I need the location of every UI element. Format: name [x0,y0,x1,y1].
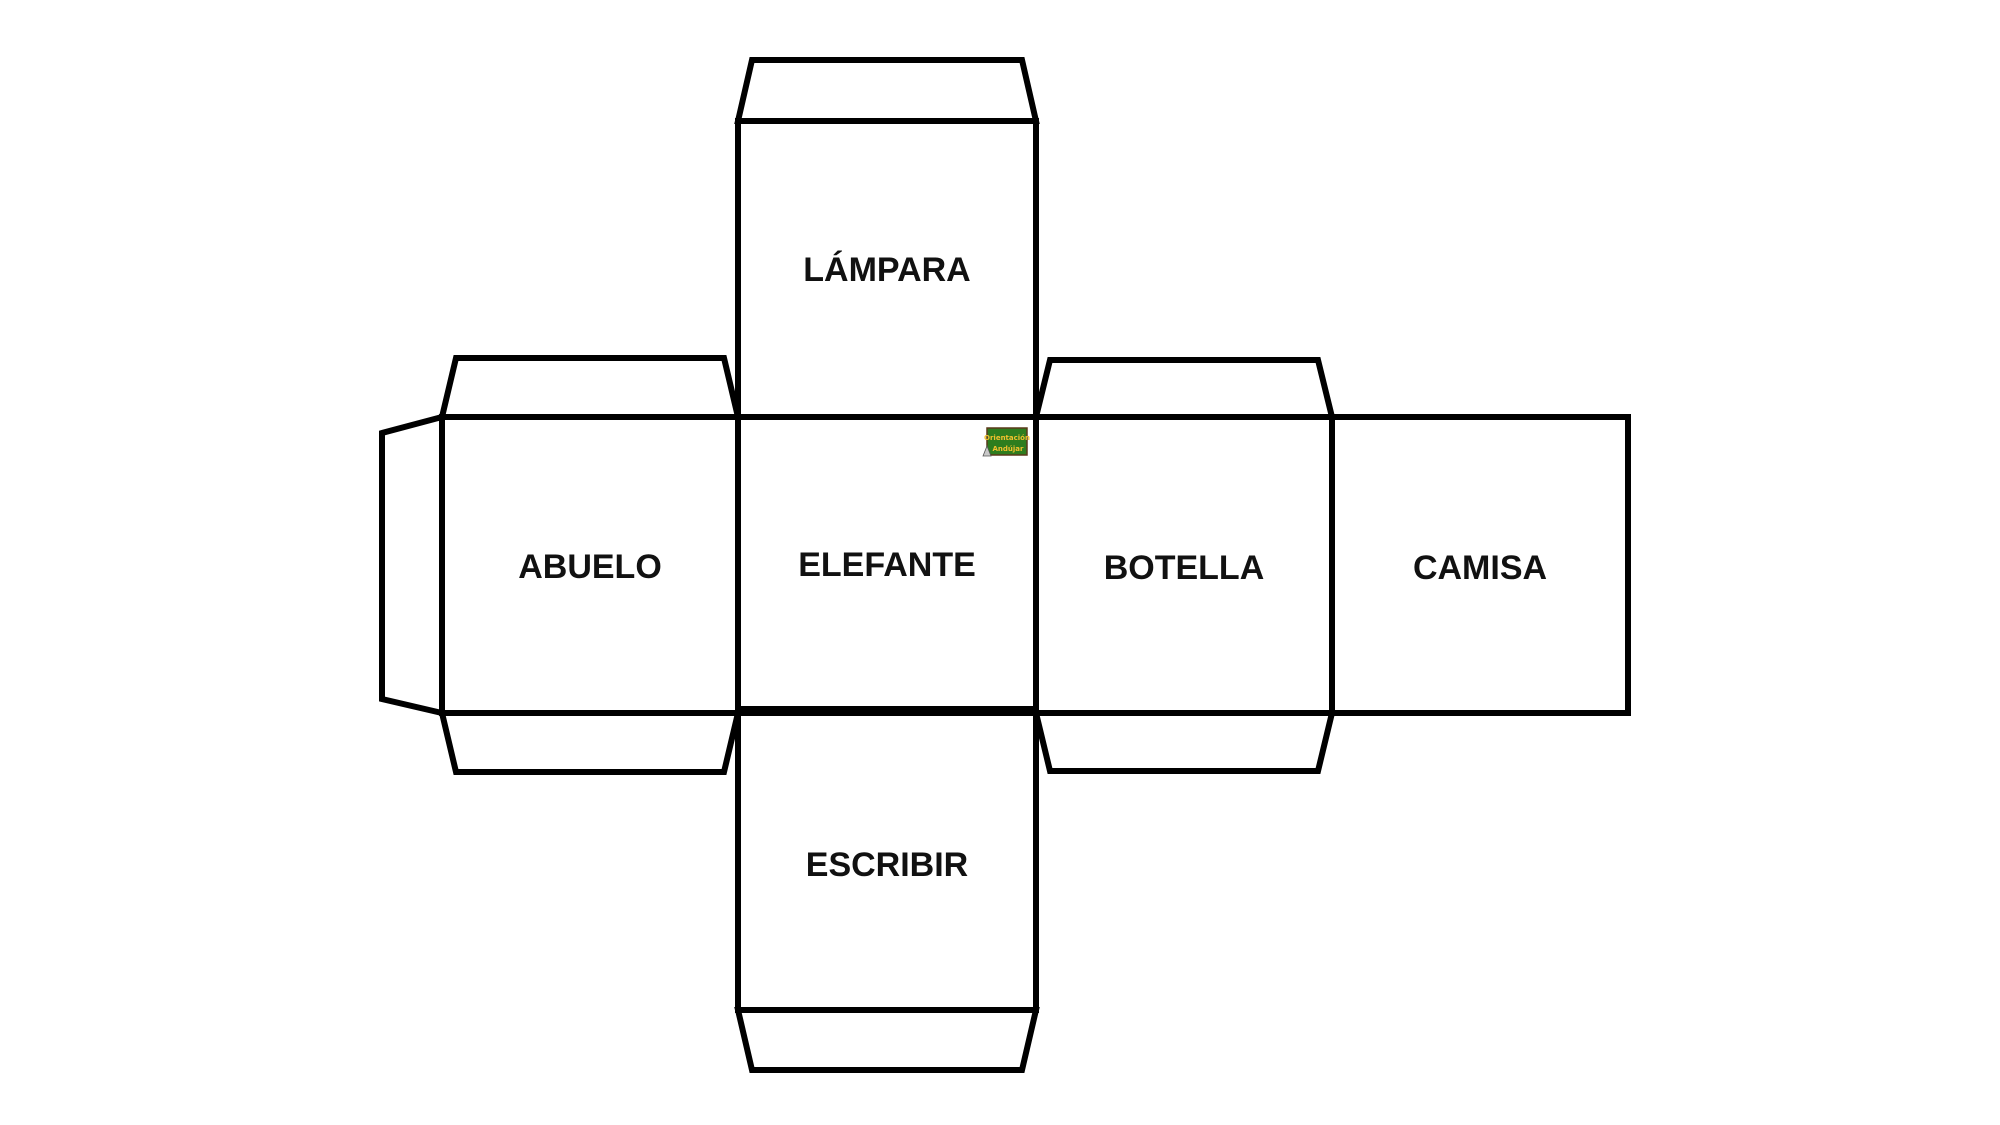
glue-tab-right-bottom [1032,710,1336,774]
face-left [439,414,741,716]
logo-line1: Orientación [984,434,1030,442]
face-bottom [735,710,1039,1013]
logo-board [986,427,1028,456]
glue-tab-bottom [734,1007,1040,1073]
glue-tab-top [734,57,1040,124]
face-far-right [1329,414,1631,716]
face-top [735,118,1039,420]
face-right-label: BOTELLA [1104,549,1265,587]
glue-tab-right-top [1032,357,1336,420]
glue-tab-left-bottom [438,710,742,775]
face-left-label: ABUELO [518,548,662,586]
orientacion-andujar-logo: Orientación Andújar [982,427,1030,457]
face-center-label: ELEFANTE [798,546,976,584]
glue-tab-left-top [438,355,742,420]
face-bottom-label: ESCRIBIR [806,846,968,884]
glue-tab-left-side [379,413,445,717]
face-center [735,414,1039,712]
logo-teacher-figure [982,444,992,457]
face-far-right-label: CAMISA [1413,549,1547,587]
logo-line2: Andújar [993,445,1025,453]
face-top-label: LÁMPARA [803,251,970,289]
